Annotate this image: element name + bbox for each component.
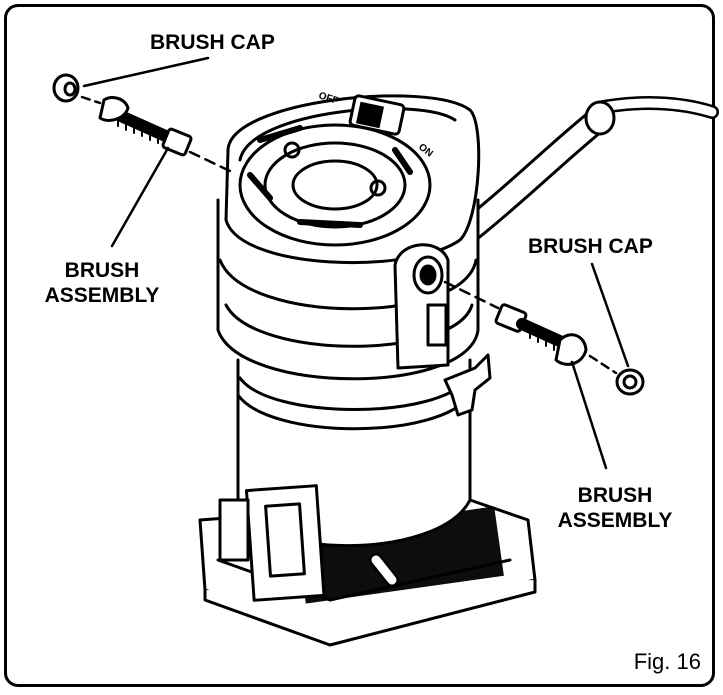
brush-cap-top-label: BRUSH CAP	[150, 31, 275, 54]
brush-assembly-right-line1: BRUSH	[577, 484, 653, 507]
brush-housing-bracket	[393, 243, 450, 370]
brush-assembly-left-line1: BRUSH	[64, 259, 140, 282]
base-clamp	[218, 484, 399, 602]
brush-assembly-right	[494, 303, 588, 366]
brush-assembly-left-label: BRUSH ASSEMBLY	[32, 258, 172, 308]
brush-assembly-left	[98, 96, 193, 157]
brush-cap-left	[52, 73, 80, 103]
figure-number: Fig. 16	[633, 649, 701, 674]
brush-cap-right	[615, 368, 645, 396]
power-cord	[457, 96, 719, 243]
wing-nut	[443, 353, 492, 417]
motor-top-cap	[224, 94, 481, 265]
brush-assembly-left-line2: ASSEMBLY	[44, 284, 160, 307]
leader-lines	[80, 56, 630, 470]
brush-cap-right-label: BRUSH CAP	[528, 235, 653, 258]
brush-assembly-right-line2: ASSEMBLY	[557, 509, 673, 532]
brush-assembly-right-label: BRUSH ASSEMBLY	[545, 483, 685, 533]
